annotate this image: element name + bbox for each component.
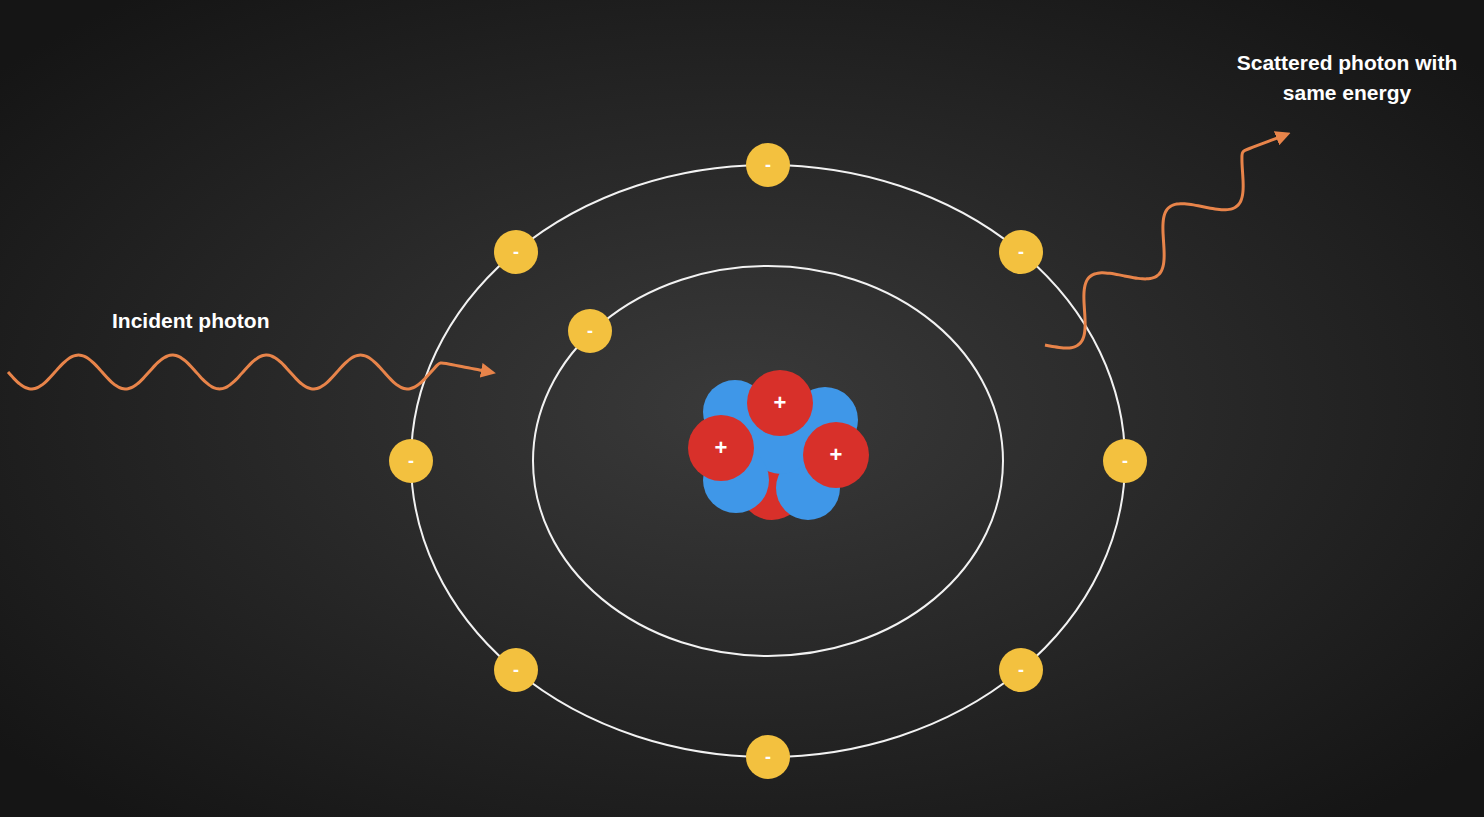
electron: -: [746, 735, 790, 779]
incident-photon-wave: [8, 355, 490, 389]
incident-photon-label: Incident photon: [112, 306, 352, 336]
electron: -: [494, 648, 538, 692]
circle-fill: [568, 309, 612, 353]
electron: -: [568, 309, 612, 353]
charge-sign-minus: -: [1103, 439, 1147, 483]
circle-fill: [389, 439, 433, 483]
electron: -: [999, 230, 1043, 274]
charge-sign-minus: -: [494, 648, 538, 692]
proton: +: [803, 422, 869, 488]
circle-fill: [494, 230, 538, 274]
charge-sign-minus: -: [746, 143, 790, 187]
circle-fill: [494, 648, 538, 692]
proton: +: [688, 415, 754, 481]
charge-sign-plus: +: [747, 370, 813, 436]
electron: -: [746, 143, 790, 187]
proton: +: [747, 370, 813, 436]
scattered-photon-label: Scattered photon with same energy: [1232, 48, 1462, 108]
charge-sign-plus: +: [688, 415, 754, 481]
electron: -: [494, 230, 538, 274]
charge-sign-minus: -: [494, 230, 538, 274]
electron: -: [999, 648, 1043, 692]
outer-orbit: [411, 165, 1125, 757]
circle-fill: [746, 735, 790, 779]
charge-sign-minus: -: [389, 439, 433, 483]
charge-sign-plus: +: [803, 422, 869, 488]
charge-sign-minus: -: [999, 230, 1043, 274]
inner-orbit: [533, 266, 1003, 656]
electron: -: [389, 439, 433, 483]
circle-fill: [747, 370, 813, 436]
charge-sign-minus: -: [746, 735, 790, 779]
circle-fill: [999, 648, 1043, 692]
circle-fill: [746, 143, 790, 187]
scattered-photon-wave: [1045, 135, 1285, 348]
circle-fill: [999, 230, 1043, 274]
electron: -: [1103, 439, 1147, 483]
circle-fill: [1103, 439, 1147, 483]
charge-sign-minus: -: [999, 648, 1043, 692]
charge-sign-minus: -: [568, 309, 612, 353]
circle-fill: [803, 422, 869, 488]
circle-fill: [688, 415, 754, 481]
